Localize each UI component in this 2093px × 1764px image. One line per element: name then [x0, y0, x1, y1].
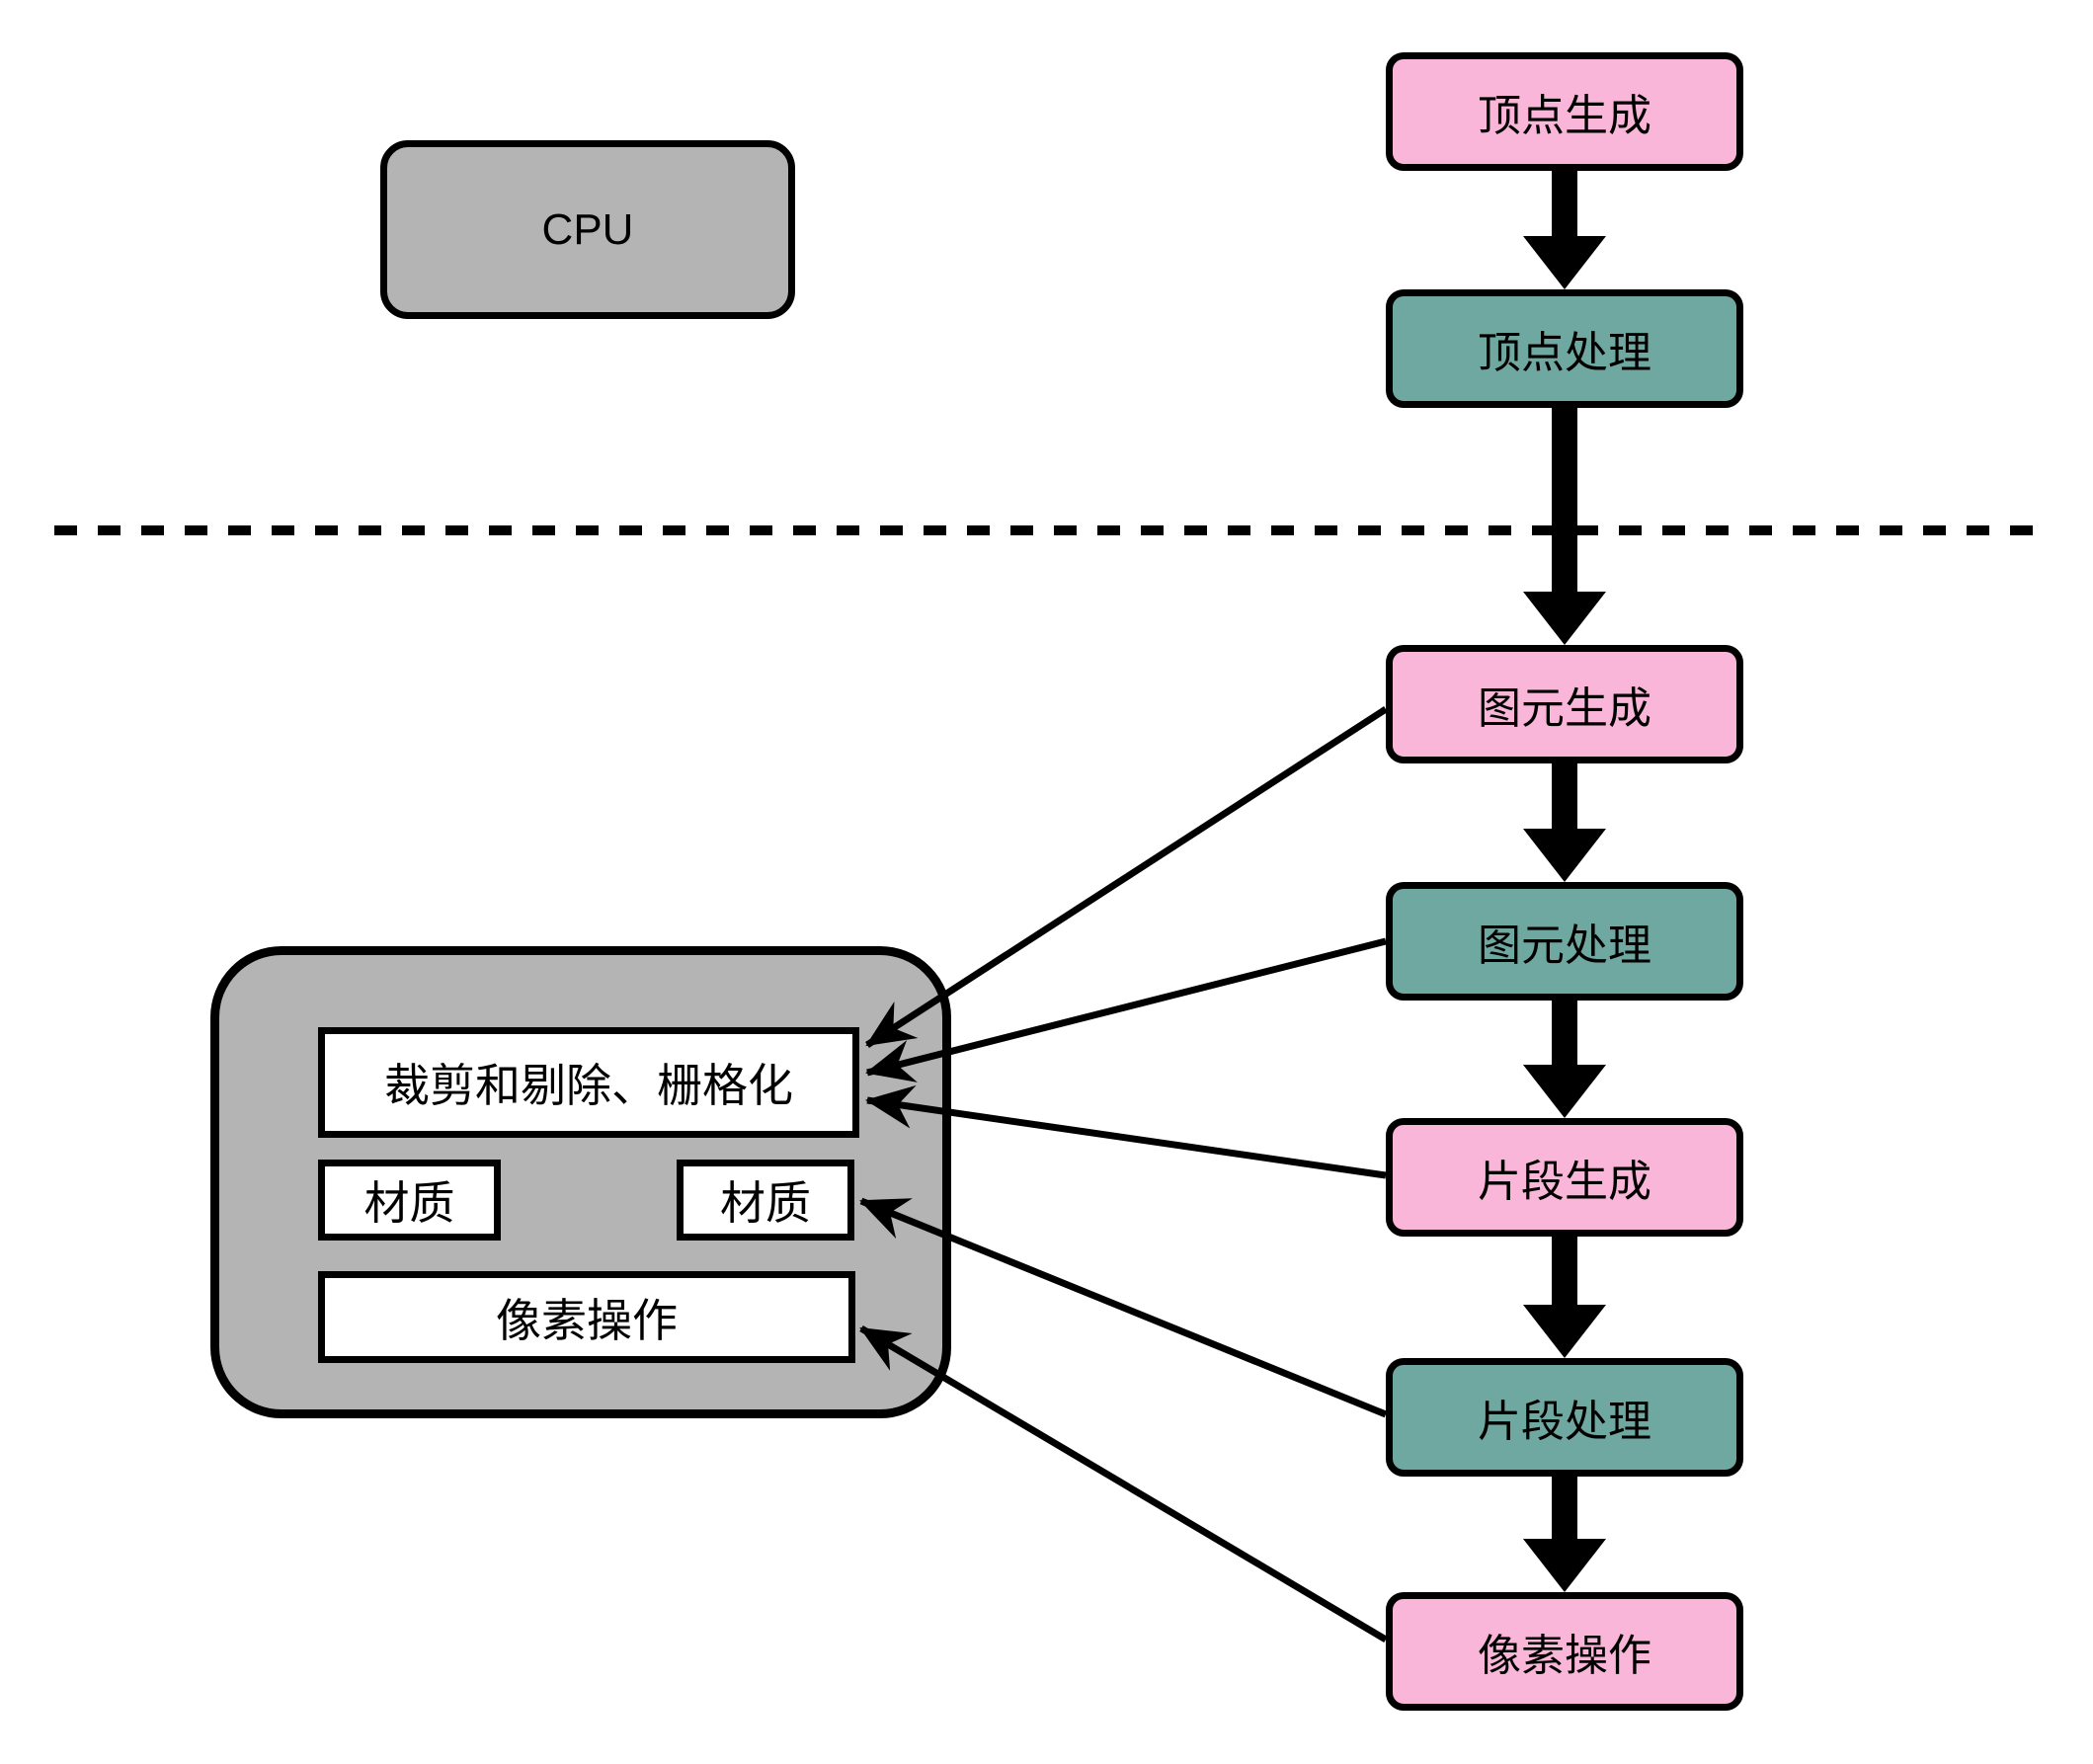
pixel-operations-hw-box: 像素操作 [318, 1271, 855, 1363]
texture-box-right: 材质 [677, 1160, 854, 1241]
pipeline-label: 像素操作 [1478, 1632, 1651, 1680]
clip-cull-rasterize-label: 裁剪和剔除、栅格化 [384, 1060, 793, 1111]
pipeline-label: 片段处理 [1478, 1398, 1651, 1446]
texture-left-label: 材质 [363, 1177, 455, 1229]
pipeline-box-vertex-processing: 顶点处理 [1386, 289, 1743, 408]
pipeline-box-fragment-generation: 片段生成 [1386, 1118, 1743, 1237]
flow-arrow-vertexgen-to-vertexproc [1523, 169, 1606, 289]
flow-arrow-fragproc-to-pixelops [1523, 1475, 1606, 1592]
flow-arrow-primproc-to-fraggen [1523, 999, 1606, 1118]
pipeline-label: 片段生成 [1478, 1158, 1651, 1206]
flow-arrow-vertexproc-to-primgen [1523, 406, 1606, 645]
pixel-operations-hw-label: 像素操作 [496, 1294, 678, 1346]
flow-arrow-fraggen-to-fragproc [1523, 1236, 1606, 1358]
cpu-label: CPU [541, 204, 634, 254]
cpu-box: CPU [380, 140, 795, 319]
pipeline-box-fragment-processing: 片段处理 [1386, 1358, 1743, 1477]
pipeline-box-pixel-operations: 像素操作 [1386, 1592, 1743, 1711]
pipeline-box-vertex-generation: 顶点生成 [1386, 52, 1743, 171]
pipeline-box-primitive-processing: 图元处理 [1386, 882, 1743, 1001]
texture-right-label: 材质 [720, 1177, 811, 1229]
clip-cull-rasterize-box: 裁剪和剔除、栅格化 [318, 1027, 859, 1138]
pipeline-label: 顶点处理 [1478, 329, 1651, 377]
flow-arrow-primgen-to-primproc [1523, 763, 1606, 882]
texture-box-left: 材质 [318, 1160, 501, 1241]
pipeline-label: 图元处理 [1478, 922, 1651, 970]
pipeline-label: 图元生成 [1478, 684, 1651, 733]
pipeline-box-primitive-generation: 图元生成 [1386, 645, 1743, 763]
pipeline-label: 顶点生成 [1478, 92, 1651, 140]
